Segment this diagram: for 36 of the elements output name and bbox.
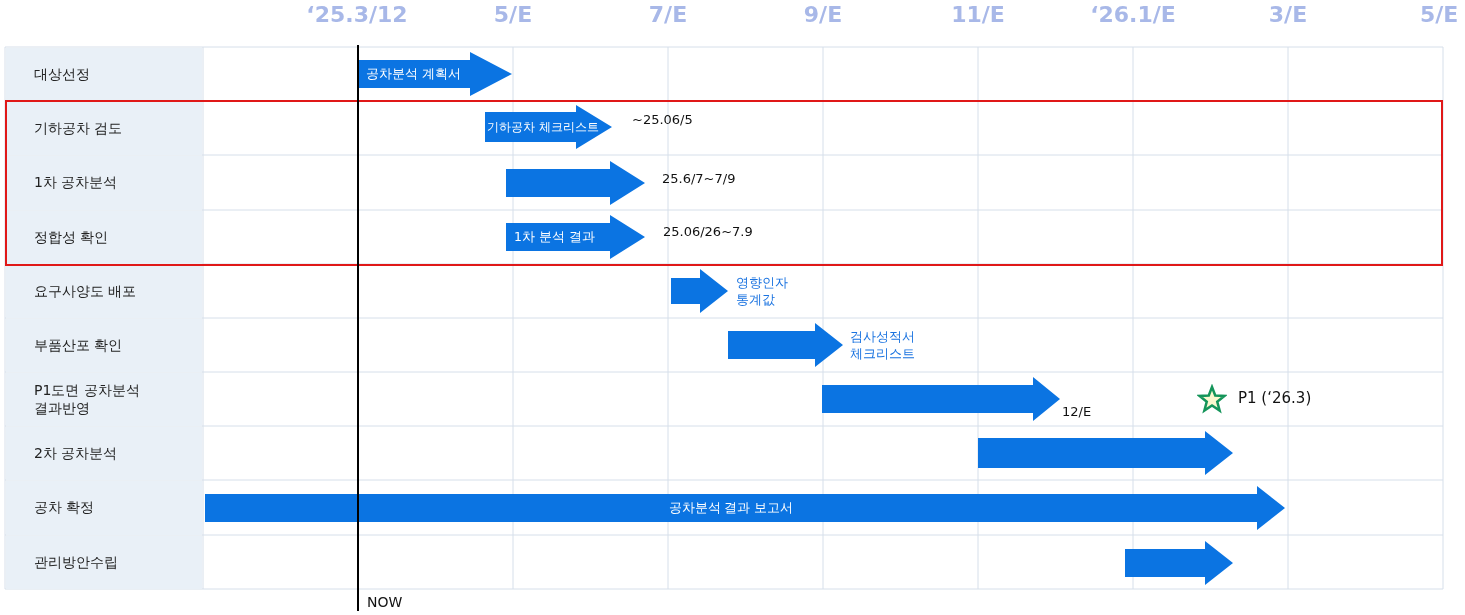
month-header: 11/E <box>951 2 1005 27</box>
date-note: 25.06/26~7.9 <box>663 224 753 239</box>
milestone-label: P1 (‘26.3) <box>1238 389 1312 407</box>
gantt-bar: 공차분석 계획서 <box>358 52 512 96</box>
gantt-bar <box>822 377 1060 421</box>
month-header: 5/E <box>493 2 533 27</box>
gantt-bar <box>671 269 728 313</box>
gantt-bar: 1차 분석 결과 <box>506 215 645 259</box>
month-header: 3/E <box>1268 2 1308 27</box>
date-note: 12/E <box>1062 404 1092 419</box>
task-label-cell: 공차 확정 <box>6 481 202 535</box>
task-label-cell: 정합성 확인 <box>6 211 202 264</box>
gantt-bar <box>728 323 843 367</box>
task-label-cell: 기하공차 검도 <box>6 102 202 155</box>
month-header: 5/E <box>1420 2 1459 27</box>
now-label: NOW <box>367 594 403 610</box>
month-header: 9/E <box>803 2 843 27</box>
deliverable-note: 영향인자 통계값 <box>736 275 789 309</box>
deliverable-note: 검사성적서 체크리스트 <box>850 329 916 363</box>
gantt-bar <box>506 161 645 205</box>
gantt-bar: 기하공차 체크리스트 <box>485 105 612 149</box>
gantt-bar: 공차분석 결과 보고서 <box>205 486 1285 530</box>
task-label-cell: 대상선정 <box>6 48 202 101</box>
month-header: ‘25.3/12 <box>306 2 408 27</box>
month-header: 7/E <box>648 2 688 27</box>
gantt-bar <box>978 431 1233 475</box>
month-header: ‘26.1/E <box>1090 2 1176 27</box>
task-label-cell: 요구사양도 배포 <box>6 265 202 318</box>
task-label-cell: P1도면 공차분석 결과반영 <box>6 373 202 426</box>
task-label-cell: 2차 공차분석 <box>6 427 202 480</box>
date-note: 25.6/7~7/9 <box>662 171 736 186</box>
gantt-bar <box>1125 541 1233 585</box>
task-label-cell: 관리방안수립 <box>6 536 202 589</box>
task-label-cell: 1차 공차분석 <box>6 156 202 210</box>
date-note: ~25.06/5 <box>632 112 693 127</box>
task-label-cell: 부품산포 확인 <box>6 319 202 372</box>
